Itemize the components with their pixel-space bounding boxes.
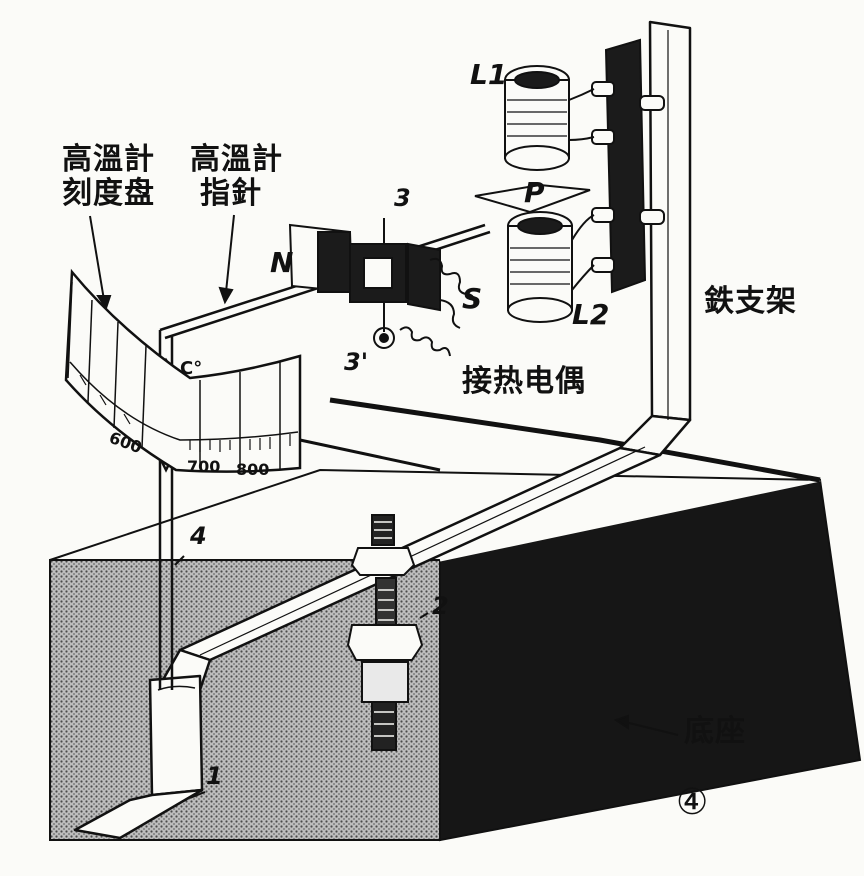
south-pole-label: S bbox=[462, 282, 483, 315]
pointer-label-line2: 指針 bbox=[200, 176, 262, 211]
dial-label-line2: 刻度盘 bbox=[62, 176, 155, 211]
plate-p-label: P bbox=[524, 176, 545, 209]
north-pole-label: N bbox=[270, 246, 294, 279]
part-3-top-label: 3 bbox=[394, 184, 411, 212]
thermocouple-label: 接热电偶 bbox=[462, 364, 586, 399]
leader-arrows bbox=[89, 214, 679, 799]
part-3-bottom-label: 3' bbox=[344, 348, 369, 376]
dial-tick-700: 700 bbox=[187, 457, 220, 476]
base-block bbox=[49, 397, 862, 842]
part-1-label: 1 bbox=[206, 762, 223, 790]
coil-l2-label: L2 bbox=[572, 298, 610, 331]
l-foot bbox=[73, 674, 204, 840]
celsius-label: C° bbox=[180, 358, 203, 379]
coil-l1-label: L1 bbox=[470, 58, 508, 91]
adjustment-screw bbox=[346, 514, 424, 751]
plate-and-coils bbox=[474, 38, 665, 323]
pointer-label-line1: 高溫計 bbox=[190, 142, 283, 177]
dial-label-line1: 高溫計 bbox=[62, 142, 155, 177]
part-4-label: 4 bbox=[190, 522, 207, 550]
base-label: 底座 bbox=[684, 714, 746, 749]
part-2-label: 2 bbox=[432, 592, 449, 620]
dial-tick-800: 800 bbox=[236, 460, 269, 479]
iron-bracket bbox=[158, 20, 692, 692]
magnet-and-coil bbox=[288, 218, 476, 357]
figure-number: ④ bbox=[676, 782, 709, 823]
pyrometer-dial bbox=[64, 268, 302, 473]
iron-bracket-label: 鉄支架 bbox=[704, 284, 797, 319]
